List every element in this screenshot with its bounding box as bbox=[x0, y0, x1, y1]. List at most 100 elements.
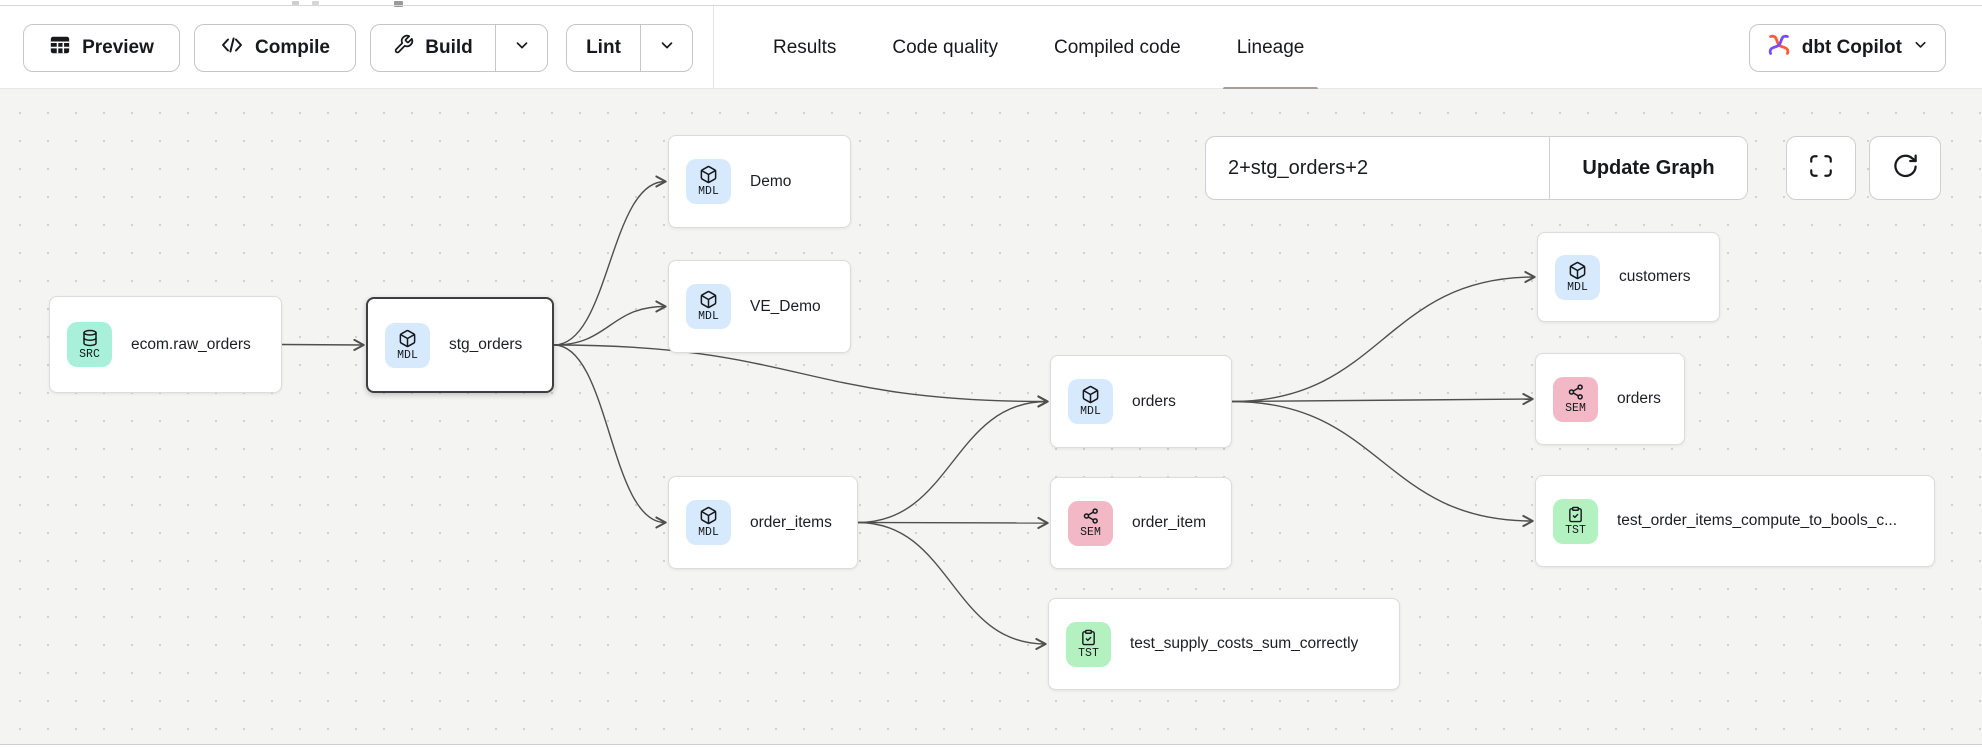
preview-button[interactable]: Preview bbox=[23, 23, 180, 72]
node-type-badge: MDL bbox=[698, 185, 719, 198]
refresh-icon bbox=[1892, 152, 1919, 184]
node-label: test_supply_costs_sum_correctly bbox=[1130, 635, 1359, 652]
lineage-node-customers[interactable]: MDL customers bbox=[1537, 232, 1720, 322]
node-type-badge: TST bbox=[1565, 523, 1586, 537]
database-chip: SRC bbox=[67, 322, 112, 367]
lineage-node-demo[interactable]: MDL Demo bbox=[668, 135, 851, 228]
tab-lineage[interactable]: Lineage bbox=[1222, 6, 1319, 91]
dbt-copilot-button[interactable]: dbt Copilot bbox=[1748, 23, 1946, 72]
tab-remnant-mark bbox=[394, 1, 403, 7]
node-label: Demo bbox=[750, 172, 792, 190]
build-button-group: Build bbox=[370, 23, 548, 72]
dbt-copilot-label: dbt Copilot bbox=[1801, 36, 1902, 58]
node-type-badge: SEM bbox=[1565, 402, 1586, 415]
tab-compiled-code-label: Compiled code bbox=[1053, 36, 1181, 58]
tab-compiled-code[interactable]: Compiled code bbox=[1040, 6, 1195, 89]
lineage-edge-ecom_raw_orders-to-stg_orders bbox=[281, 338, 365, 351]
lineage-edge-orders_model-to-customers bbox=[1231, 270, 1536, 403]
build-options-button[interactable] bbox=[495, 24, 547, 71]
node-type-badge: SEM bbox=[1080, 526, 1101, 539]
refresh-button[interactable] bbox=[1869, 136, 1941, 200]
lineage-node-orders_model[interactable]: MDL orders bbox=[1050, 355, 1232, 448]
node-label: order_item bbox=[1132, 514, 1207, 531]
node-type-badge: MDL bbox=[1567, 280, 1588, 294]
editor-header: Preview Compile Build Lint Resul bbox=[0, 0, 1982, 91]
lineage-node-orders_semantic[interactable]: SEM orders bbox=[1535, 353, 1685, 445]
node-type-badge: MDL bbox=[698, 526, 719, 539]
cube-chip: MDL bbox=[686, 284, 731, 329]
test-chip: TST bbox=[1553, 498, 1598, 544]
node-label: order_items bbox=[750, 513, 832, 531]
lineage-node-test_order_items[interactable]: TST test_order_items_compute_to_bools_c..… bbox=[1535, 475, 1935, 567]
lint-options-button[interactable] bbox=[640, 24, 692, 71]
lineage-edge-stg_orders-to-ve_demo bbox=[553, 300, 667, 346]
dbt-logo-icon bbox=[1766, 32, 1792, 64]
chevron-down-icon bbox=[658, 36, 676, 59]
node-label: customers bbox=[1619, 268, 1691, 285]
lineage-edge-orders_model-to-orders_semantic bbox=[1231, 393, 1534, 406]
build-button[interactable]: Build bbox=[371, 25, 495, 71]
node-type-badge: MDL bbox=[1080, 405, 1101, 418]
lineage-edges-layer bbox=[281, 175, 1536, 651]
result-tabs: Results Code quality Compiled code Linea… bbox=[759, 6, 1319, 91]
lineage-selector-input[interactable] bbox=[1206, 137, 1549, 199]
compile-button-label: Compile bbox=[255, 36, 330, 58]
node-label: ecom.raw_orders bbox=[131, 335, 251, 353]
lineage-edge-order_items-to-order_item_semantic bbox=[857, 516, 1049, 530]
node-label: test_order_items_compute_to_bools_c... bbox=[1617, 512, 1898, 529]
lineage-selector-box: Update Graph bbox=[1205, 136, 1748, 200]
cube-chip: MDL bbox=[385, 322, 430, 368]
node-label: orders bbox=[1617, 390, 1661, 407]
tab-remnant-mark bbox=[312, 1, 319, 5]
preview-button-label: Preview bbox=[82, 36, 154, 58]
cube-chip: MDL bbox=[686, 159, 731, 204]
lineage-edge-order_items-to-test_supply_costs bbox=[857, 521, 1047, 651]
node-type-badge: MDL bbox=[698, 310, 719, 323]
toolbar-tabs-divider bbox=[713, 6, 714, 89]
lineage-node-ecom_raw_orders[interactable]: SRC ecom.raw_orders bbox=[49, 296, 282, 393]
tab-results-label: Results bbox=[773, 36, 837, 58]
code-icon bbox=[220, 33, 244, 63]
lint-button-label: Lint bbox=[586, 36, 621, 58]
node-type-badge: SRC bbox=[79, 347, 100, 361]
lineage-edge-order_items-to-orders_model bbox=[857, 395, 1049, 524]
lineage-node-stg_orders[interactable]: MDL stg_orders bbox=[366, 297, 554, 393]
tab-code-quality-label: Code quality bbox=[892, 36, 998, 58]
wrench-icon bbox=[393, 34, 414, 61]
update-graph-button[interactable]: Update Graph bbox=[1549, 137, 1747, 199]
test-chip: TST bbox=[1066, 621, 1111, 667]
build-button-label: Build bbox=[425, 36, 473, 58]
semantic-model-chip: SEM bbox=[1553, 376, 1598, 422]
tab-results[interactable]: Results bbox=[759, 6, 850, 89]
semantic-model-chip: SEM bbox=[1068, 500, 1113, 546]
lineage-node-order_items[interactable]: MDL order_items bbox=[668, 476, 858, 569]
cube-chip: MDL bbox=[1068, 379, 1113, 424]
node-label: stg_orders bbox=[449, 336, 523, 353]
lineage-edge-stg_orders-to-order_items bbox=[553, 344, 667, 529]
cube-chip: MDL bbox=[1555, 254, 1600, 300]
lineage-edge-stg_orders-to-orders_model bbox=[553, 344, 1049, 408]
table-icon bbox=[49, 34, 71, 62]
lineage-node-test_supply_costs[interactable]: TST test_supply_costs_sum_correctly bbox=[1048, 598, 1400, 690]
fullscreen-button[interactable] bbox=[1786, 136, 1856, 200]
chevron-down-icon bbox=[1912, 36, 1929, 59]
lineage-edge-orders_model-to-test_order_items bbox=[1231, 400, 1534, 528]
tab-lineage-label: Lineage bbox=[1236, 36, 1305, 58]
compile-button[interactable]: Compile bbox=[194, 23, 356, 72]
tab-code-quality[interactable]: Code quality bbox=[878, 6, 1012, 89]
lineage-node-ve_demo[interactable]: MDL VE_Demo bbox=[668, 260, 851, 353]
lint-button-group: Lint bbox=[566, 23, 693, 72]
chevron-down-icon bbox=[513, 36, 531, 59]
node-label: orders bbox=[1132, 392, 1176, 410]
node-type-badge: TST bbox=[1078, 646, 1099, 660]
cube-chip: MDL bbox=[686, 500, 731, 545]
node-type-badge: MDL bbox=[397, 348, 418, 362]
lineage-node-order_item_semantic[interactable]: SEM order_item bbox=[1050, 477, 1232, 569]
lineage-edge-stg_orders-to-demo bbox=[553, 175, 667, 346]
tab-remnant-mark bbox=[292, 1, 299, 5]
fullscreen-icon bbox=[1808, 153, 1834, 184]
node-label: VE_Demo bbox=[750, 297, 821, 315]
top-divider bbox=[0, 5, 1982, 6]
lint-button[interactable]: Lint bbox=[567, 25, 640, 71]
